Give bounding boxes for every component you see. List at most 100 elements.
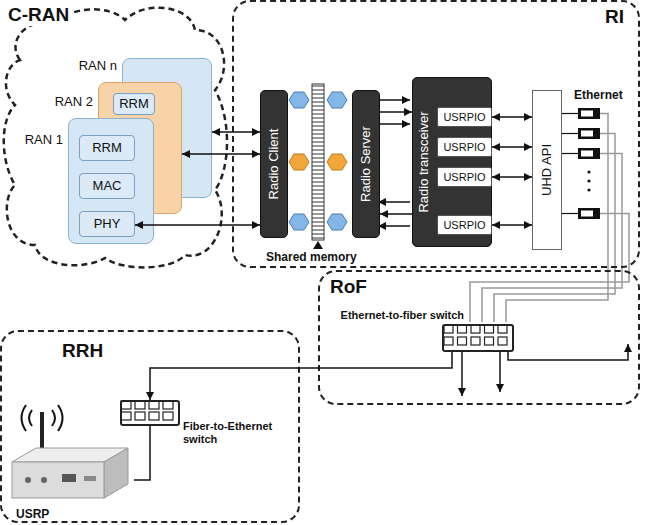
shared-memory-column	[312, 84, 324, 240]
ethernet-port	[578, 108, 600, 219]
ri-region: RI Radio Client Radio Server Radio transcei…	[232, 0, 640, 268]
connector	[212, 131, 260, 133]
switch-ports	[135, 412, 145, 420]
usrpio-box: USRPIO	[437, 137, 492, 157]
switch-ports	[458, 325, 467, 333]
server-transceiver-arrows	[378, 100, 410, 226]
usrp-device	[12, 462, 104, 498]
node-text: MAC	[93, 179, 122, 194]
ethernet-port	[578, 108, 600, 119]
node-text: USRPIO	[443, 171, 485, 184]
uhd-port-lines	[560, 153, 578, 154]
ethernet-port	[587, 188, 590, 191]
node-text: RAN 2	[55, 95, 93, 110]
connector	[492, 176, 532, 178]
switch-ports	[121, 412, 131, 420]
shared-memory-hexagons	[289, 92, 309, 108]
server-transceiver-arrows	[378, 123, 410, 125]
node-text: USRPIO	[443, 111, 485, 124]
switch-ports	[149, 412, 159, 420]
node-text: RAN 1	[25, 133, 63, 148]
switch-ports	[121, 401, 131, 409]
connector	[380, 213, 412, 215]
layer-box: RRM	[113, 93, 155, 115]
usrp-device	[40, 412, 44, 452]
switch-ports	[444, 337, 453, 345]
uhd-port-lines	[560, 113, 578, 114]
switch-ports	[498, 325, 507, 333]
node-text: USRPIO	[443, 141, 485, 154]
connector	[492, 116, 532, 118]
server-transceiver-arrows	[378, 99, 410, 101]
connector	[150, 352, 452, 400]
uhd-port-lines	[560, 114, 578, 214]
usrpio-box: USRPIO	[437, 107, 492, 127]
uhd-port-lines	[560, 133, 578, 134]
node-text: C-RAN	[6, 4, 71, 26]
usrp-device	[62, 474, 76, 482]
switch-ports	[444, 325, 453, 333]
node-text: Radio Client	[267, 129, 282, 200]
memory-label: Shared memory	[266, 250, 357, 264]
fiber-out-arrows	[499, 350, 501, 392]
switch-ports	[498, 337, 507, 345]
cloud-region: C-RANRAN nRAN 2RRMRAN 1RRMMACPHY	[0, 0, 232, 272]
node-text: Radio Server	[359, 126, 374, 202]
radio-block: Radio Client	[260, 90, 288, 238]
radio-waves	[58, 405, 63, 431]
usrp-device	[25, 477, 31, 483]
switch-ports	[458, 337, 467, 345]
usrp-device	[104, 448, 128, 498]
api-block: UHD API	[532, 90, 562, 250]
radio-waves	[22, 405, 27, 431]
ethernet-port	[587, 170, 590, 173]
layer-box: RRM	[79, 135, 135, 161]
ethernet-port	[581, 131, 593, 137]
switch-ports	[471, 337, 480, 345]
node-text: RoF	[330, 276, 367, 298]
ethernet-port	[578, 208, 600, 219]
shared-memory-hexagons	[289, 154, 309, 170]
node-text: USRPIO	[443, 219, 485, 232]
ethernet-port	[581, 151, 593, 157]
radio-waves	[22, 405, 63, 431]
radio-block: Radio Server	[352, 90, 380, 238]
network-switch: Fiber-to-Ethernet switch	[120, 400, 180, 426]
switch-ports	[471, 325, 480, 333]
rrh-region: RRHFiber-to-Ethernet switchUSRP	[0, 330, 300, 523]
connector	[492, 146, 532, 148]
layer-box: PHY	[79, 211, 135, 237]
node-text: PHY	[94, 217, 121, 232]
shared-memory-hexagons	[289, 214, 309, 230]
ethernet-port	[581, 111, 593, 117]
ethernet-port	[578, 148, 600, 159]
radio-block: Radio transceiverUSRPIOUSRPIOUSRPIOUSRPI…	[412, 77, 492, 247]
connector	[134, 426, 150, 480]
usrp-device	[84, 476, 96, 481]
server-transceiver-arrows	[378, 201, 410, 203]
node-text: Ethernet-to-fiber switch	[341, 309, 464, 322]
switch-ports	[163, 412, 173, 420]
node-text: UHD API	[540, 144, 555, 196]
connector	[380, 111, 412, 113]
ethernet-port	[587, 179, 590, 182]
switch-ports	[149, 401, 159, 409]
shared-memory-hexagons	[327, 154, 347, 170]
usrp-device	[41, 477, 47, 483]
shared-memory-hexagons	[327, 92, 347, 108]
ethernet-port	[581, 211, 593, 217]
radio-waves	[52, 410, 55, 426]
fiber-out-arrows	[508, 344, 628, 360]
node-text: RI	[605, 6, 624, 28]
switch-ports	[135, 401, 145, 409]
switch-ports	[163, 401, 173, 409]
radio-device: USRP	[10, 406, 134, 522]
node-text: Radio transceiver	[417, 111, 432, 212]
node-text: RRH	[62, 340, 103, 362]
usrp-device	[12, 412, 128, 498]
node-text: Fiber-to-Ethernet switch	[183, 420, 291, 445]
node-text: RRM	[119, 97, 149, 112]
uhd-port-lines	[560, 213, 578, 214]
rof-region: RoF Ethernet-to-fiber switch	[318, 270, 640, 405]
network-switch: Ethernet-to-fiber switch	[442, 324, 514, 352]
